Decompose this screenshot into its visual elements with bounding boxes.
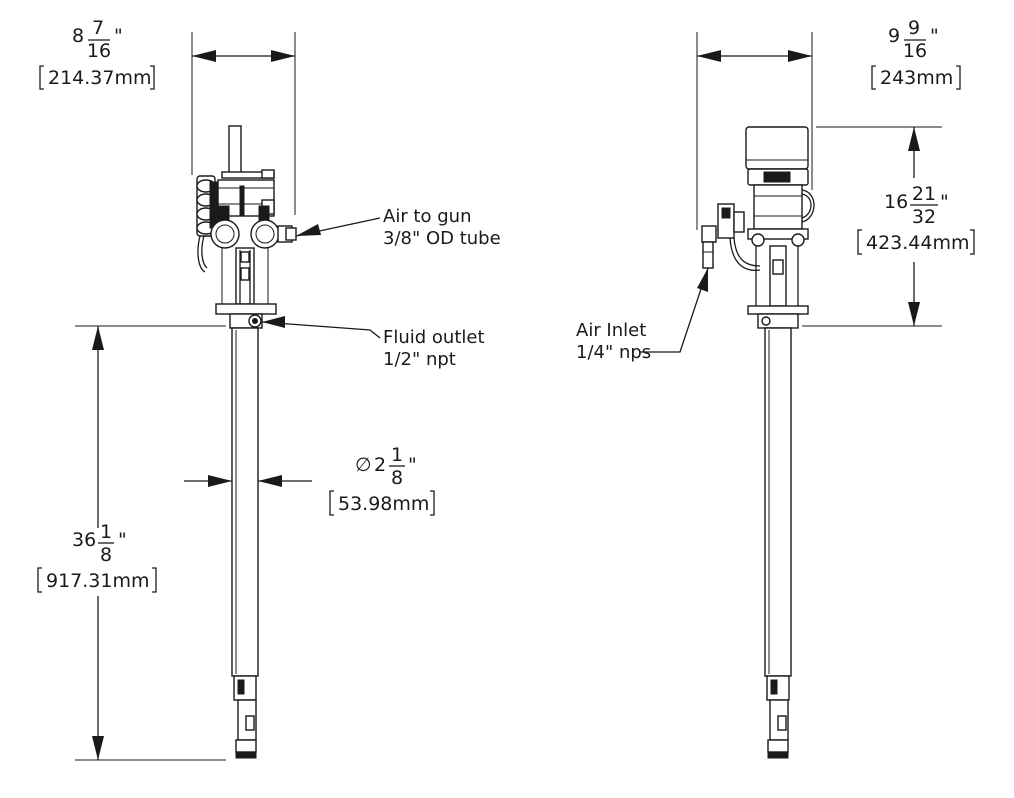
right-height-whole: 16 xyxy=(884,191,908,213)
left-width-whole: 8 xyxy=(72,25,84,47)
right-width-denominator: 16 xyxy=(903,40,927,62)
diameter-metric: 53.98mm xyxy=(338,493,429,515)
diameter-whole: 2 xyxy=(374,454,386,476)
length-denominator: 8 xyxy=(100,544,112,566)
right-height-numerator: 21 xyxy=(912,183,936,205)
air-to-gun-callout: Air to gun 3/8" OD tube xyxy=(295,206,501,249)
right-pump-view xyxy=(701,126,815,759)
left-width-dimension: 8 7 16 " 214.37mm xyxy=(39,17,296,215)
diameter-symbol: ∅ xyxy=(355,454,372,476)
fluid-outlet-label: Fluid outlet xyxy=(383,327,485,348)
right-height-metric: 423.44mm xyxy=(866,232,970,254)
right-height-dimension: 16 21 32 " 423.44mm xyxy=(802,126,975,327)
air-to-gun-label: Air to gun xyxy=(383,206,471,227)
right-width-metric: 243mm xyxy=(880,67,953,89)
left-width-metric: 214.37mm xyxy=(48,67,152,89)
right-width-unit: " xyxy=(930,25,939,47)
diameter-numerator: 1 xyxy=(391,444,403,466)
left-width-unit: " xyxy=(114,25,123,47)
left-width-denominator: 16 xyxy=(87,40,111,62)
diameter-denominator: 8 xyxy=(391,467,403,489)
right-height-unit: " xyxy=(940,191,949,213)
diameter-unit: " xyxy=(408,454,417,476)
air-inlet-label: Air Inlet xyxy=(576,320,646,341)
fluid-outlet-spec: 1/2" npt xyxy=(383,349,456,370)
length-whole: 36 xyxy=(72,529,96,551)
right-height-denominator: 32 xyxy=(912,206,936,228)
tube-diameter-dimension: ∅ 2 1 8 " 53.98mm xyxy=(184,444,435,516)
air-inlet-spec: 1/4" nps xyxy=(576,342,651,363)
right-width-dimension: 9 9 16 " 243mm xyxy=(696,17,961,230)
air-to-gun-spec: 3/8" OD tube xyxy=(383,228,501,249)
right-width-whole: 9 xyxy=(888,25,900,47)
tube-length-dimension: 36 1 8 " 917.31mm xyxy=(37,325,226,761)
right-width-numerator: 9 xyxy=(908,17,920,39)
length-unit: " xyxy=(118,529,127,551)
left-width-numerator: 7 xyxy=(92,17,104,39)
fluid-outlet-callout: Fluid outlet 1/2" npt xyxy=(261,316,485,370)
left-pump-view xyxy=(196,125,297,759)
length-metric: 917.31mm xyxy=(46,570,150,592)
air-inlet-callout: Air Inlet 1/4" nps xyxy=(576,267,709,363)
length-numerator: 1 xyxy=(100,521,112,543)
